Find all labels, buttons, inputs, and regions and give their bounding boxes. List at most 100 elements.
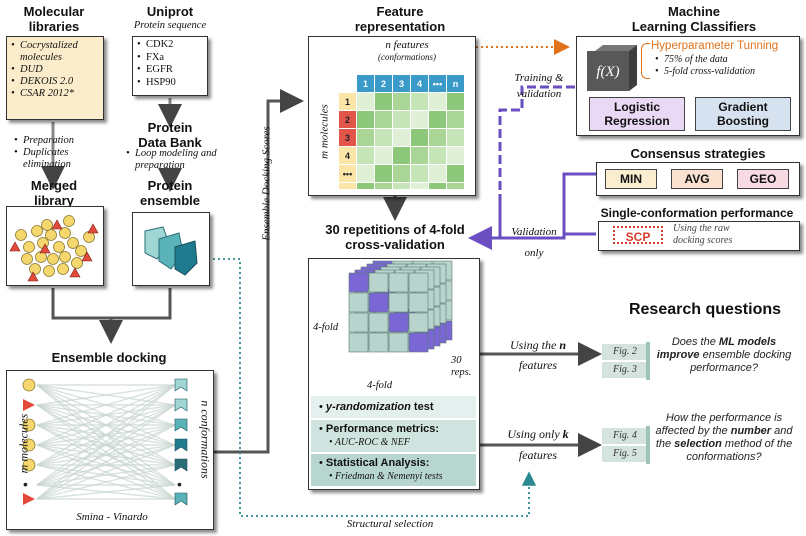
matrix-cell [393, 111, 410, 128]
consensus-box: MIN AVG GEO [596, 162, 800, 196]
reps-label: 30 reps. [451, 355, 472, 378]
molecule-circle [53, 241, 65, 253]
docking-molecule [22, 458, 36, 472]
pdb-steps: Loop modeling and preparation [126, 148, 222, 172]
matrix-cell [357, 129, 374, 146]
docking-edge [36, 464, 176, 500]
molecule-circle [31, 225, 43, 237]
molecule-circle [21, 253, 33, 265]
fig-3-tag[interactable]: Fig. 3 [602, 362, 648, 378]
molecule-circle [67, 237, 79, 249]
molecule-triangle [27, 271, 39, 282]
q2-arrow-label-bold: k [562, 427, 569, 441]
matrix-row-header [339, 147, 356, 164]
molecule-circle [29, 263, 41, 275]
metrics-row: • Performance metrics: • AUC-ROC & NEF [311, 420, 476, 452]
matrix-cell [411, 111, 428, 128]
matrix-row-header-label: 1 [345, 97, 350, 107]
docking-edge [36, 424, 176, 486]
library-item: DEKOIS 2.0 [11, 76, 99, 88]
matrix-cell [375, 165, 392, 182]
prep-step: Duplicates elimination [14, 147, 104, 171]
pdb-title: Protein Data Bank [138, 120, 202, 150]
link-structural-selection [213, 258, 537, 517]
library-item: CSAR 2012* [11, 88, 99, 100]
prep-step: Preparation [14, 135, 104, 147]
matrix-col-header-label: ••• [433, 79, 442, 89]
docking-conformation [174, 492, 188, 506]
logistic-regression-box: Logistic Regression [589, 97, 685, 131]
fig-5-tag[interactable]: Fig. 5 [602, 446, 648, 462]
matrix-row-header [339, 183, 356, 189]
fold-cell [388, 292, 409, 313]
statistics-title: Statistical Analysis: [325, 457, 430, 469]
matrix-col-header [357, 75, 374, 92]
molecule-circle [59, 251, 71, 263]
q2-part: How the performance is affected by the [655, 412, 783, 437]
fold-cell [368, 272, 389, 293]
q1-arrow-label-post: features [518, 358, 558, 372]
molecule-triangle [87, 223, 99, 234]
fold-cell [388, 272, 409, 293]
hyper-brace [641, 43, 650, 79]
scp-title: Single-conformation performance [600, 206, 794, 220]
uniprot-title: Uniprot [146, 4, 194, 19]
docking-edge [36, 444, 176, 500]
protein-item: HSP90 [137, 77, 203, 90]
matrix-cell [411, 183, 428, 189]
molecule-triangle [51, 219, 63, 230]
statistics-sub: Friedman & Nemenyi tests [335, 471, 443, 482]
docking-edge [36, 484, 176, 500]
hyper-item: 5-fold cross-validation [655, 66, 805, 78]
matrix-col-header [411, 75, 428, 92]
y-randomization-title: y-randomization [325, 401, 411, 413]
molecule-circle [57, 263, 69, 275]
fold-stack [348, 260, 453, 353]
fold-side-label: 4-fold [313, 322, 339, 333]
scp-badge: SCP [613, 226, 663, 244]
matrix-row-header-label: m [343, 187, 351, 189]
fig-2-tag[interactable]: Fig. 2 [602, 344, 648, 360]
matrix-cell [429, 129, 446, 146]
molecule-circle [59, 227, 71, 239]
question-2-text: How the performance is affected by the n… [654, 412, 794, 464]
docking-edge [36, 404, 176, 500]
fold-cell [348, 332, 369, 353]
docking-conformation [174, 438, 188, 452]
q1-part-bold: ML models [718, 336, 777, 348]
q1-part: Does the [671, 336, 719, 348]
metrics-title: Performance metrics: [325, 423, 440, 435]
matrix-col-header-label: 4 [417, 79, 422, 89]
matrix-cell [429, 183, 446, 189]
matrix-col-header [375, 75, 392, 92]
docking-conformation [174, 378, 188, 392]
matrix-cell [393, 147, 410, 164]
fig-4-tag[interactable]: Fig. 4 [602, 428, 648, 444]
docking-molecule [22, 418, 36, 432]
q2-part: and the [655, 425, 793, 450]
fx-label: f(X) [596, 64, 619, 80]
q1-bracket [646, 342, 650, 380]
merged-library-box [6, 206, 104, 286]
docking-ellipsis: • [177, 476, 182, 492]
matrix-col-header-label: n [453, 79, 459, 89]
scp-note: Using the raw docking scores [673, 223, 733, 246]
fold-cell [408, 312, 429, 333]
docking-edge [36, 464, 176, 486]
fold-cell [348, 312, 369, 333]
ensemble-docking-title: Ensemble docking [51, 350, 167, 365]
consensus-min: MIN [605, 169, 657, 189]
fold-cell [348, 292, 369, 313]
matrix-cell [429, 93, 446, 110]
statistics-row: • Statistical Analysis: • Friedman & Nem… [311, 454, 476, 486]
matrix-row-header-label: 4 [345, 151, 350, 161]
matrix-row-header-label: ••• [343, 169, 352, 179]
docking-molecule [22, 438, 36, 452]
cross-validation-box: 4-fold 4-fold 30 reps. • y-randomization… [308, 258, 480, 490]
molecule-circle [45, 229, 57, 241]
docking-edge [36, 384, 176, 500]
molecule-circle [75, 245, 87, 257]
q1-part-bold: improve [656, 349, 700, 361]
